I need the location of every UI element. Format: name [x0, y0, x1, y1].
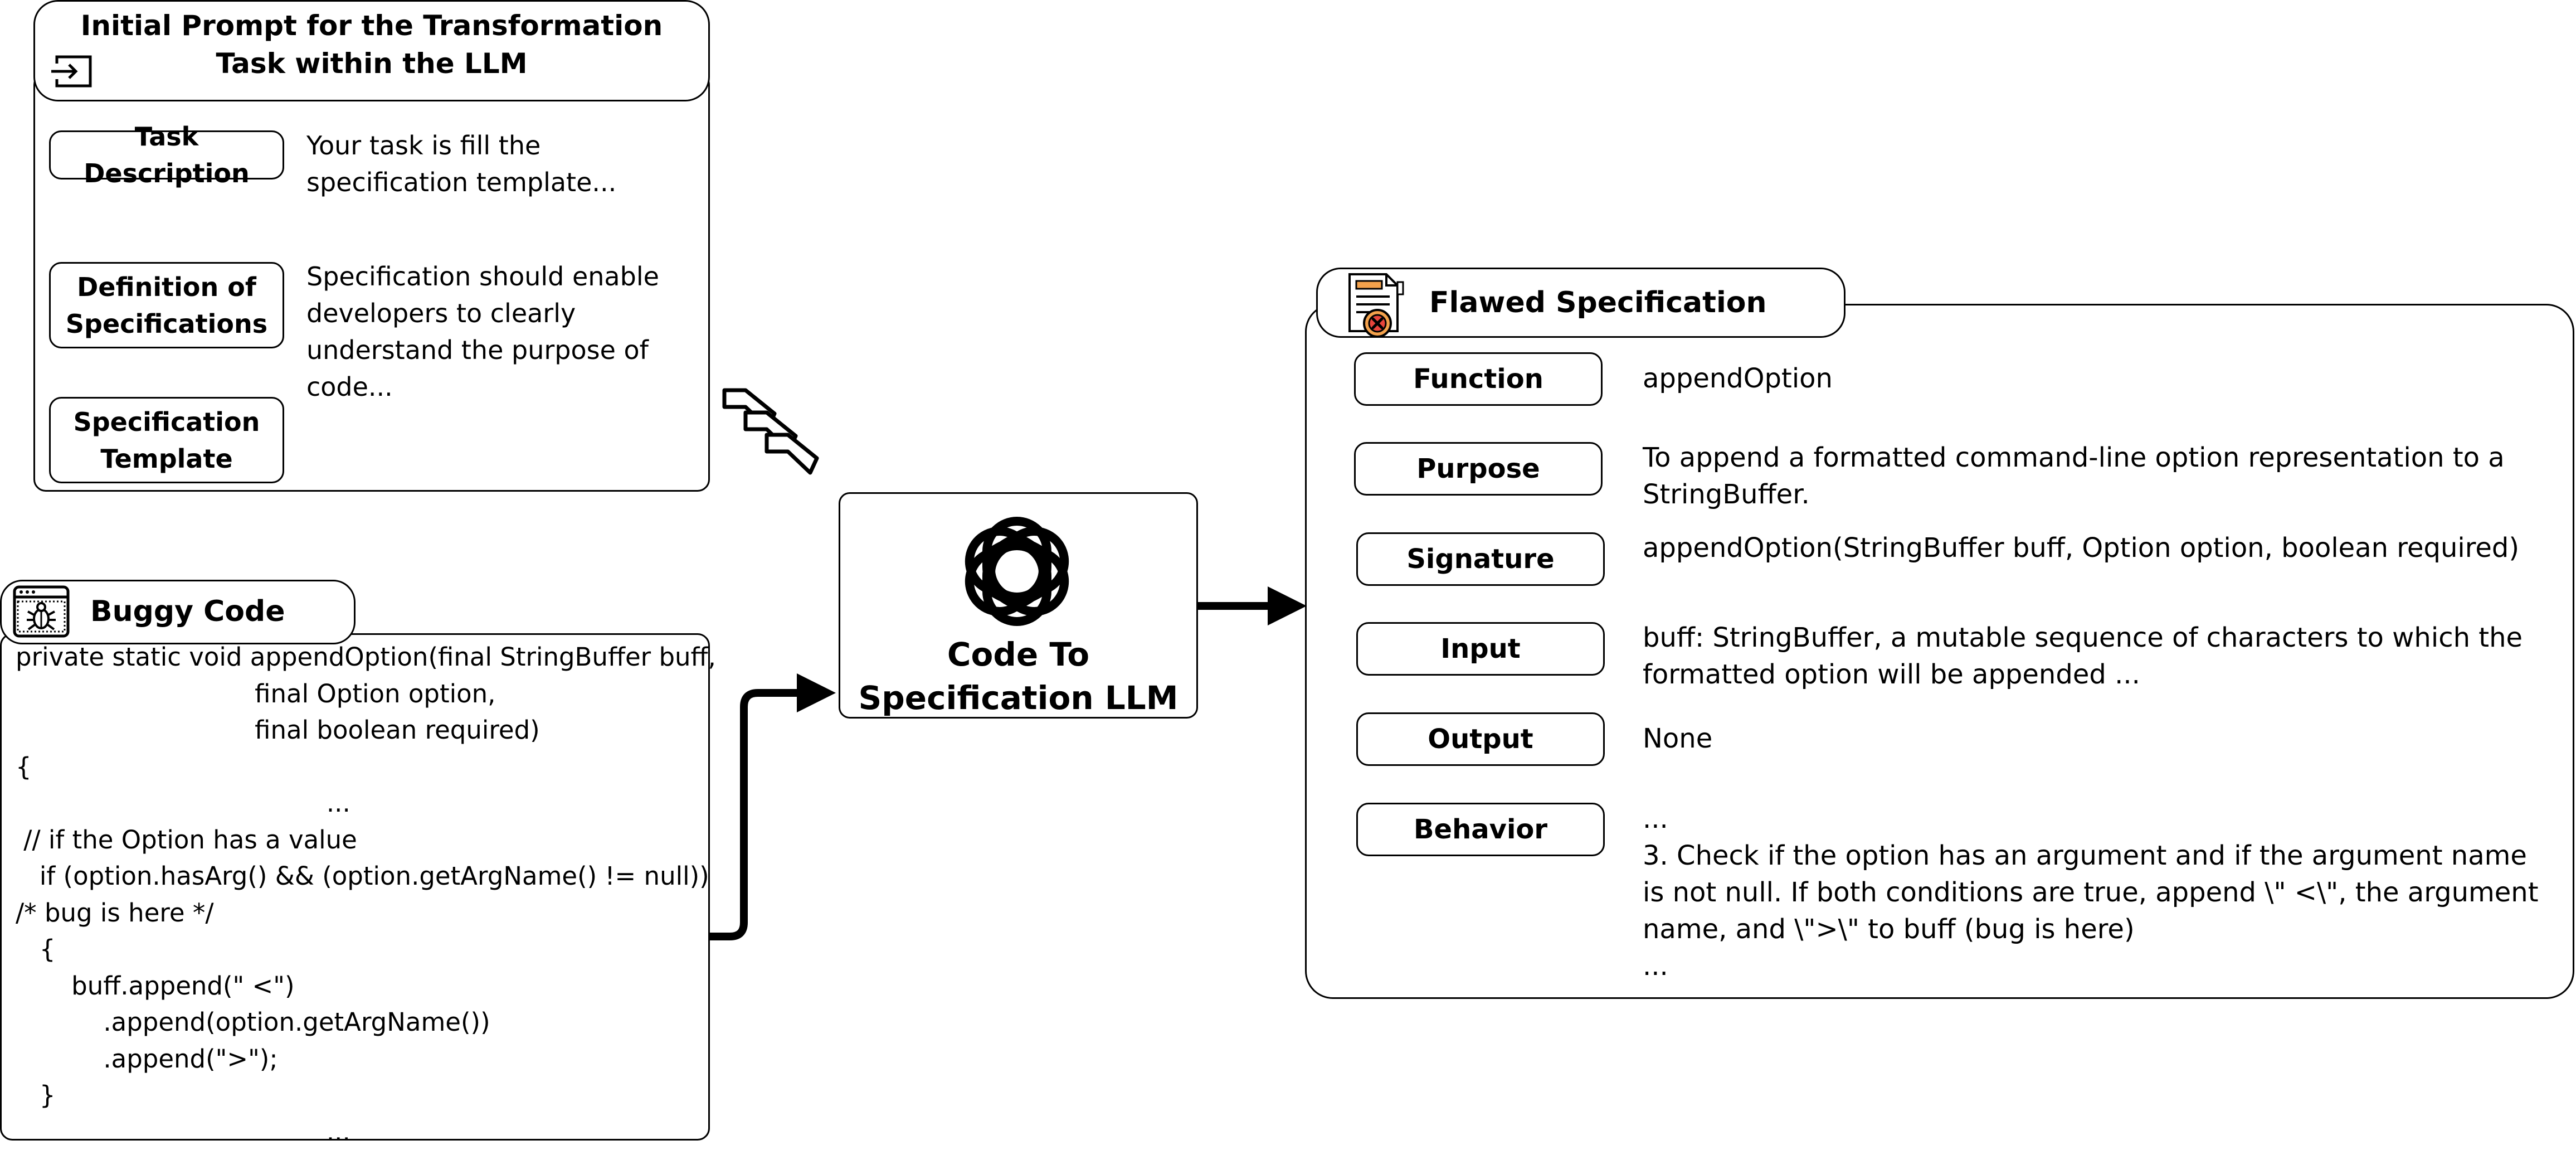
buggy-code-block: private static void appendOption(final S… — [16, 639, 716, 1150]
code-to-llm-arrow — [709, 693, 816, 937]
flawed-document-icon — [1343, 271, 1410, 339]
code-line: { — [16, 931, 716, 968]
behavior-label: Behavior — [1356, 803, 1605, 856]
output-text: None — [1643, 720, 2556, 757]
template-label: Specification Template — [49, 397, 284, 483]
function-text: appendOption — [1643, 360, 2556, 397]
task-description-label: Task Description — [49, 130, 284, 179]
code-line: ... — [16, 1114, 716, 1150]
code-line: buff.append(" <") — [16, 968, 716, 1005]
llm-label: Code To Specification LLM — [844, 633, 1192, 720]
code-line: // if the Option has a value — [16, 822, 716, 858]
chevrons-icon — [724, 390, 817, 473]
signature-label: Signature — [1356, 532, 1605, 586]
task-description-text: Your task is fill the specification temp… — [306, 127, 697, 201]
behavior-text: ... 3. Check if the option has an argume… — [1643, 800, 2551, 984]
code-line: final boolean required) — [16, 712, 716, 749]
definition-label: Definition of Specifications — [49, 262, 284, 348]
code-line: ... — [16, 785, 716, 822]
code-line: if (option.hasArg() && (option.getArgNam… — [16, 858, 716, 895]
code-line: private static void appendOption(final S… — [16, 639, 716, 676]
enter-icon — [49, 54, 94, 89]
code-line: /* bug is here */ — [16, 895, 716, 931]
signature-text: appendOption(StringBuffer buff, Option o… — [1643, 530, 2556, 566]
code-line: .append(">"); — [16, 1041, 716, 1078]
code-line: final Option option, — [16, 676, 716, 712]
input-label: Input — [1356, 622, 1605, 676]
function-label: Function — [1354, 352, 1603, 406]
bug-window-icon — [12, 584, 70, 639]
definition-text: Specification should enable developers t… — [306, 258, 697, 405]
code-line: { — [16, 749, 716, 785]
code-line: } — [16, 1077, 716, 1114]
input-text: buff: StringBuffer, a mutable sequence o… — [1643, 619, 2556, 693]
purpose-label: Purpose — [1354, 442, 1603, 496]
spec-title: Flawed Specification — [1429, 283, 1767, 322]
output-label: Output — [1356, 712, 1605, 766]
buggy-code-title: Buggy Code — [90, 592, 285, 631]
code-line: .append(option.getArgName()) — [16, 1004, 716, 1041]
purpose-text: To append a formatted command-line optio… — [1643, 439, 2556, 513]
prompt-title: Initial Prompt for the Transformation Ta… — [67, 7, 676, 83]
openai-logo-icon — [950, 504, 1084, 638]
